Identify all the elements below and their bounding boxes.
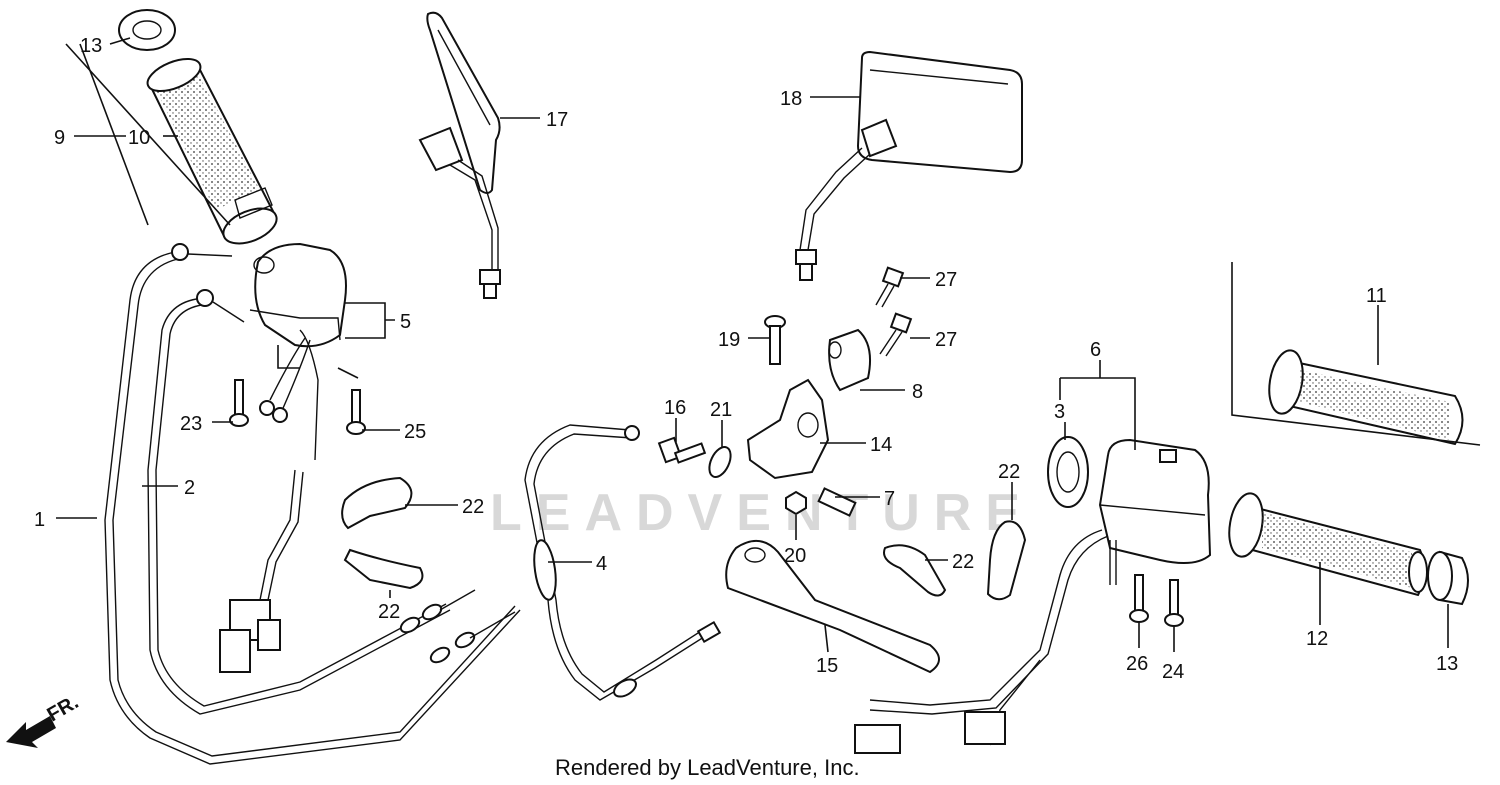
throttle-cables-part xyxy=(104,243,521,765)
callout-21: 21 xyxy=(710,399,732,421)
callout-4: 4 xyxy=(596,553,607,575)
callout-22-middle-band: 22 xyxy=(952,551,974,573)
callout-8: 8 xyxy=(912,381,923,403)
grip-frame-line xyxy=(1231,262,1481,446)
cable-band-22b-part xyxy=(343,548,424,590)
callout-2: 2 xyxy=(184,477,195,499)
cable-band-22d-part xyxy=(986,520,1027,601)
callout-7: 7 xyxy=(884,488,895,510)
callout-26: 26 xyxy=(1126,653,1148,675)
screw-25-part xyxy=(346,389,366,435)
bolt-16-part xyxy=(657,436,707,464)
callout-22-left-band: 22 xyxy=(462,496,484,518)
callout-15: 15 xyxy=(816,655,838,677)
callout-13-left: 13 xyxy=(80,35,102,57)
render-credit: Rendered by LeadVenture, Inc. xyxy=(555,755,860,780)
left-mirror-part xyxy=(418,11,501,299)
callout-16: 16 xyxy=(664,397,686,419)
left-switch-housing-part xyxy=(249,242,347,461)
callout-1: 1 xyxy=(34,509,45,531)
right-switch-housing-part xyxy=(1047,436,1212,565)
screw-23-part xyxy=(229,379,249,427)
watermark-text: LEADVENTURE xyxy=(490,484,1034,542)
callout-3: 3 xyxy=(1054,401,1065,423)
front-direction-arrow: FR. xyxy=(6,691,82,748)
callout-27-bottom: 27 xyxy=(935,329,957,351)
callout-24: 24 xyxy=(1162,661,1184,683)
bolt-27a-part xyxy=(875,266,905,308)
callout-25: 25 xyxy=(404,421,426,443)
callout-20: 20 xyxy=(784,545,806,567)
screw-24-part xyxy=(1164,579,1184,627)
callout-18: 18 xyxy=(780,88,802,110)
cable-band-22c-part xyxy=(883,544,947,597)
callout-6: 6 xyxy=(1090,339,1101,361)
callout-5: 5 xyxy=(400,311,411,333)
nut-20-part xyxy=(785,490,807,516)
lever-bracket-part xyxy=(746,328,871,480)
leader-lines xyxy=(56,37,1449,653)
callout-17: 17 xyxy=(546,109,568,131)
callout-11: 11 xyxy=(1366,285,1387,307)
right-switch-wiring-part xyxy=(854,529,1117,754)
callout-22-right-band: 22 xyxy=(998,461,1020,483)
callout-labels: 13 10 9 17 18 5 27 27 19 8 11 1 2 23 25 … xyxy=(34,35,1458,683)
clutch-cable-part xyxy=(524,424,722,701)
grip-12-part xyxy=(1228,492,1428,597)
left-switch-wiring-part xyxy=(219,469,304,673)
nut-21-part xyxy=(708,446,732,478)
screw-26-part xyxy=(1129,574,1149,623)
callout-10: 10 xyxy=(128,127,150,149)
callout-23: 23 xyxy=(180,413,202,435)
callout-12: 12 xyxy=(1306,628,1328,650)
callout-9: 9 xyxy=(54,127,65,149)
callout-14: 14 xyxy=(870,434,892,456)
pin-7-part xyxy=(817,487,857,517)
callout-19: 19 xyxy=(718,329,740,351)
cable-band-22a-part xyxy=(341,476,413,530)
left-grip-part xyxy=(118,9,278,245)
right-mirror-part xyxy=(795,50,1023,281)
bolt-27b-part xyxy=(879,312,913,357)
bolt-19-part xyxy=(764,315,786,365)
callout-13-right: 13 xyxy=(1436,653,1458,675)
end-cap-13-right-part xyxy=(1427,550,1469,606)
clutch-lever-part xyxy=(725,540,940,674)
callout-22-lower-band: 22 xyxy=(378,601,400,623)
callout-27-top: 27 xyxy=(935,269,957,291)
grip-11-part xyxy=(1268,349,1464,446)
